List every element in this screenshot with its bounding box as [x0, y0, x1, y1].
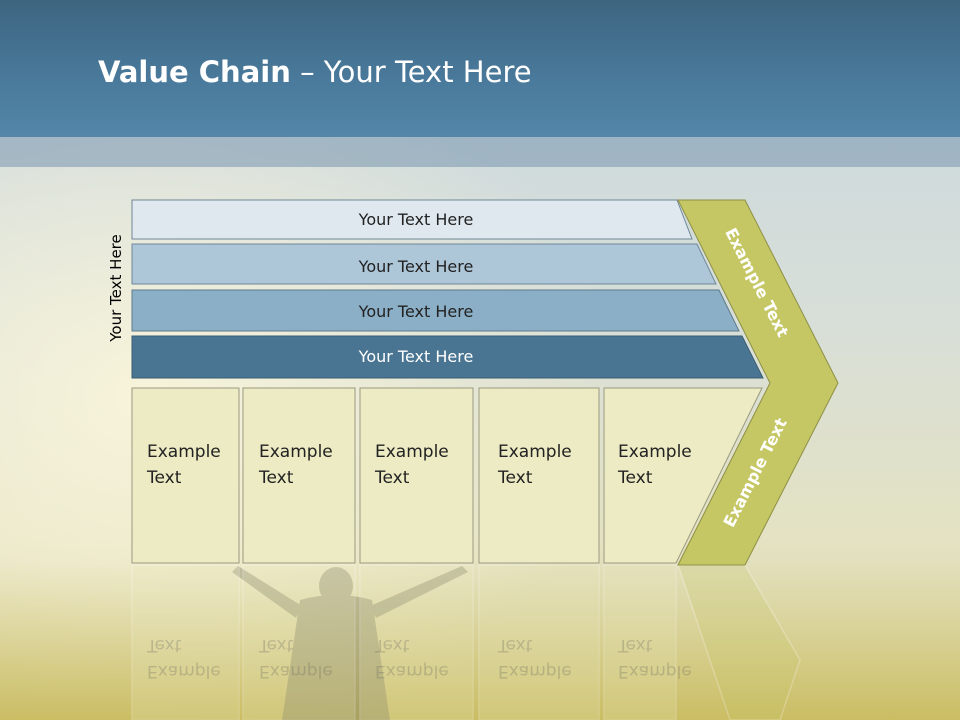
person-silhouette	[232, 566, 468, 720]
slide-title: Value Chain – Your Text Here	[98, 55, 532, 89]
box-1-line1: Example	[147, 442, 221, 462]
box-1-line2: Text	[147, 468, 182, 488]
box-2-line1: Example	[259, 442, 333, 462]
bar-2	[131, 243, 717, 285]
reflection	[131, 564, 801, 720]
box-5	[603, 387, 763, 564]
bar-4-label: Your Text Here	[358, 347, 474, 366]
box-4	[478, 387, 600, 564]
bar-2-label: Your Text Here	[358, 257, 474, 276]
box-2-line2: Text	[259, 468, 294, 488]
bar-3	[131, 289, 740, 332]
box-3-line1: Example	[375, 442, 449, 462]
header-band	[0, 137, 960, 167]
box-5-line2: Text	[618, 468, 653, 488]
bar-1-label: Your Text Here	[358, 210, 474, 229]
title-bold: Value Chain	[98, 55, 291, 89]
bar-4	[131, 335, 764, 379]
box-2	[242, 387, 356, 564]
bar-1	[131, 199, 693, 240]
box-1	[131, 387, 240, 564]
box-3	[359, 387, 474, 564]
header-bar	[0, 0, 960, 137]
title-rest: – Your Text Here	[290, 55, 532, 89]
box-5-line1: Example	[618, 442, 692, 462]
box-4-line1: Example	[498, 442, 572, 462]
box-4-line2: Text	[498, 468, 533, 488]
bar-3-label: Your Text Here	[358, 302, 474, 321]
box-3-line2: Text	[375, 468, 410, 488]
chevron-arrow	[677, 199, 839, 566]
